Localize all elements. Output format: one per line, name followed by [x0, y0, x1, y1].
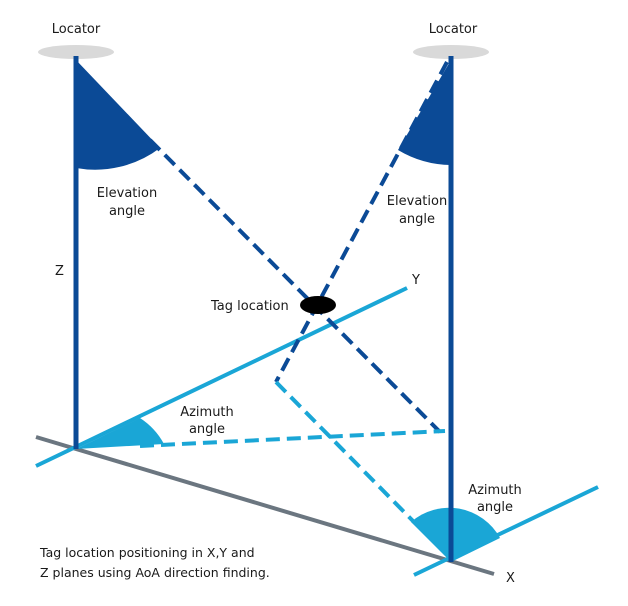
azimuth-label-left-line2: angle	[189, 422, 225, 437]
caption-line2: Z planes using AoA direction finding.	[40, 565, 270, 580]
elevation-label-left-line2: angle	[109, 204, 145, 219]
elevation-wedge-left	[76, 60, 160, 170]
ray-right-azimuth	[274, 380, 416, 524]
elevation-label-left-line1: Elevation	[97, 186, 157, 201]
locator-disc-left	[38, 45, 114, 59]
azimuth-wedge-left	[76, 418, 164, 449]
right-baseline-line	[413, 485, 599, 577]
ray-left-elevation	[148, 138, 442, 434]
x-axis-line	[35, 435, 495, 576]
tag-location-label: Tag location	[210, 299, 289, 314]
y-axis-line	[35, 286, 408, 468]
azimuth-wedge-right	[411, 507, 500, 562]
tag-marker	[300, 296, 336, 314]
ray-left-azimuth	[139, 429, 446, 448]
x-axis-label: X	[506, 571, 515, 586]
elevation-wedge-right	[398, 60, 451, 165]
z-axis-label: Z	[55, 264, 64, 279]
azimuth-label-left-line1: Azimuth	[180, 405, 234, 420]
locator-label-right: Locator	[429, 22, 478, 37]
caption-line1: Tag location positioning in X,Y and	[39, 545, 255, 560]
elevation-label-right-line1: Elevation	[387, 194, 447, 209]
azimuth-label-right-line1: Azimuth	[468, 483, 522, 498]
y-axis-label: Y	[411, 273, 420, 288]
elevation-label-right-line2: angle	[399, 212, 435, 227]
locator-label-left: Locator	[52, 22, 101, 37]
azimuth-label-right-line2: angle	[477, 500, 513, 515]
ray-right-elevation	[274, 61, 449, 383]
locator-disc-right	[413, 45, 489, 59]
